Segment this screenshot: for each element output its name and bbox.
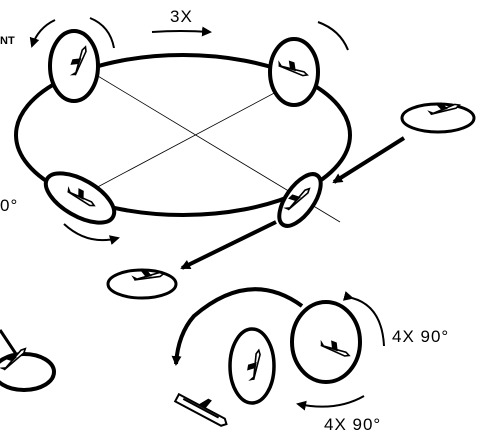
- rotation-arrow: [89, 17, 115, 49]
- rotation-arrow: [29, 19, 56, 48]
- top-count-label: 3X: [170, 7, 193, 26]
- station-top-right: [268, 21, 349, 107]
- station-top-left: [29, 17, 115, 103]
- entry-arrow: [332, 136, 406, 184]
- edge-label-top-left: NT: [0, 35, 15, 47]
- rotation-arrow: [296, 395, 365, 411]
- rotation-arrow: [63, 223, 120, 245]
- swing-arrow: [171, 287, 304, 366]
- rotation-arrow: [342, 291, 385, 347]
- exit-station: [106, 265, 178, 300]
- exit-arrow: [180, 220, 277, 270]
- station-bottom-right: [277, 172, 323, 228]
- edge-label-left: 0°: [0, 196, 18, 215]
- racetrack-ellipse: [14, 53, 352, 217]
- entry-station: [400, 96, 476, 134]
- rotation-arrow: [317, 21, 349, 51]
- station-corner-left: [0, 329, 56, 392]
- rotation-demo: [171, 287, 385, 427]
- station-bottom-left: [43, 171, 120, 245]
- rotation-label-right: 4X 90°: [392, 327, 449, 346]
- rotation-label-bottom: 4X 90°: [324, 415, 381, 434]
- direction-arrow: [151, 26, 212, 37]
